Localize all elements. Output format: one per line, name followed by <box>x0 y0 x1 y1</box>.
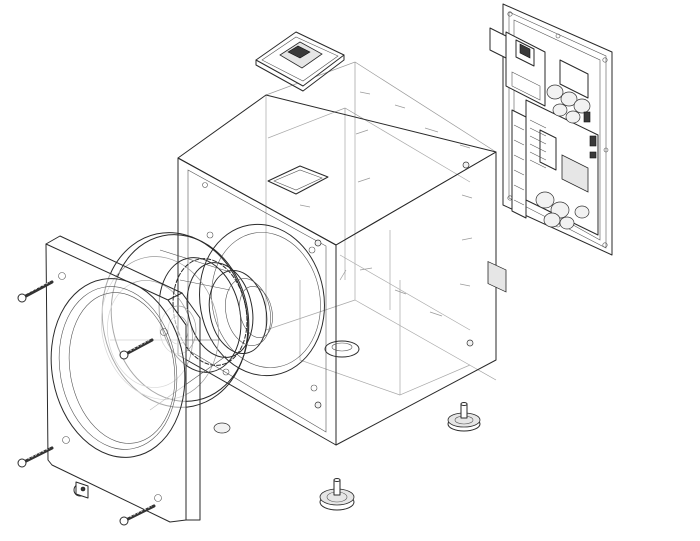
capacitors <box>535 84 591 230</box>
transformer <box>561 154 589 193</box>
heatsink <box>511 109 527 219</box>
frame-opening <box>50 278 186 458</box>
amplifier-module <box>487 3 613 293</box>
port-opening <box>324 340 360 358</box>
cabinet <box>177 61 497 446</box>
top-vent <box>267 165 329 195</box>
logo-badge <box>73 481 89 499</box>
screw-mid <box>119 338 154 360</box>
front-frame <box>45 235 201 523</box>
driver-opening <box>199 223 325 377</box>
foot-bottom <box>319 478 355 511</box>
screw-bottom-left <box>17 446 54 468</box>
screw-bottom <box>119 504 156 526</box>
screw-top-left <box>17 280 54 303</box>
top-control-plate <box>255 31 345 92</box>
mounting-screws <box>17 280 156 526</box>
foot-right <box>447 402 481 432</box>
